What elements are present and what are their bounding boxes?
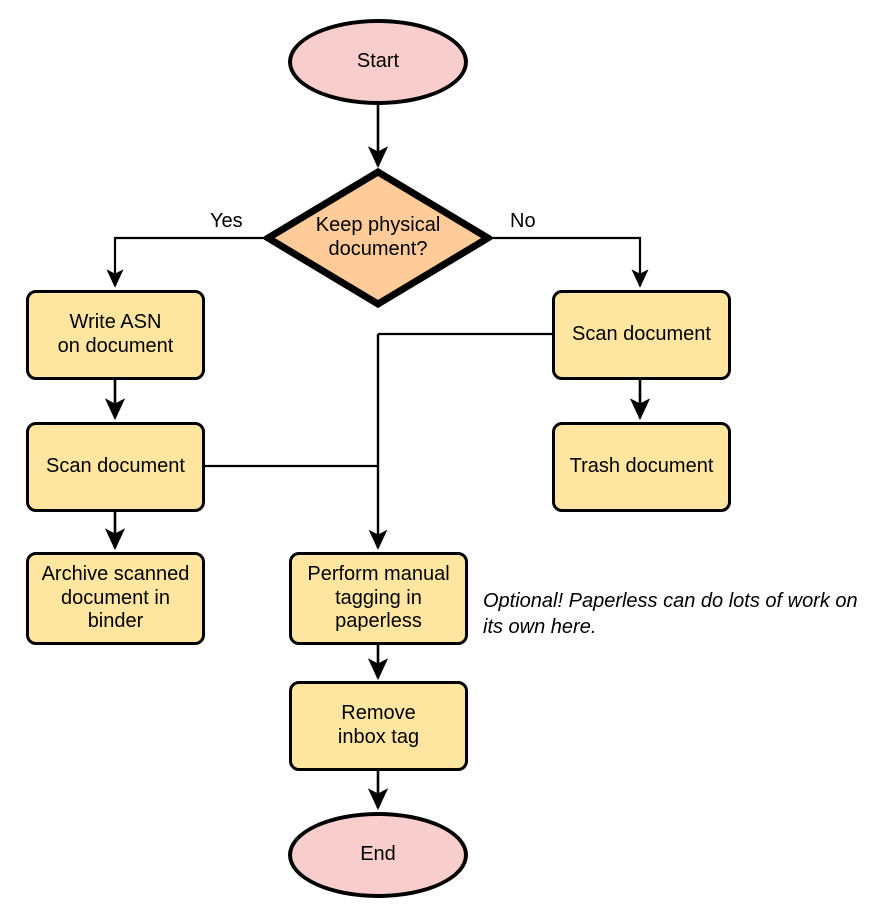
annotation-optional-note: Optional! Paperless can do lots of work … <box>483 590 858 638</box>
edge-label-no: No <box>510 210 536 232</box>
node-manual-tagging[interactable]: Perform manual tagging in paperless <box>289 552 468 645</box>
node-trash-document[interactable]: Trash document <box>552 422 731 512</box>
node-trash-document-label: Trash document <box>569 455 714 478</box>
node-scan-document-right[interactable]: Scan document <box>552 290 731 380</box>
edge-decision-yes-to-write-asn <box>106 236 266 288</box>
node-write-asn-label: Write ASN on document <box>57 311 174 357</box>
diamond-shape <box>264 168 492 308</box>
node-remove-inbox-tag[interactable]: Remove inbox tag <box>289 681 468 771</box>
node-scan-document-right-label: Scan document <box>572 323 711 346</box>
node-end-label: End <box>360 843 396 866</box>
node-keep-physical-document-label: Keep physical document? <box>315 214 441 260</box>
edge-label-yes: Yes <box>210 210 243 232</box>
node-remove-inbox-tag-label: Remove inbox tag <box>337 702 420 748</box>
node-end[interactable]: End <box>288 812 468 898</box>
node-scan-document-left[interactable]: Scan document <box>26 422 205 512</box>
node-manual-tagging-label: Perform manual tagging in paperless <box>307 563 450 633</box>
node-start-label: Start <box>356 50 400 73</box>
node-start[interactable]: Start <box>288 19 468 105</box>
node-scan-document-left-label: Scan document <box>46 455 185 478</box>
node-archive-in-binder[interactable]: Archive scanned document in binder <box>26 552 205 645</box>
node-archive-in-binder-label: Archive scanned document in binder <box>41 563 190 633</box>
node-write-asn[interactable]: Write ASN on document <box>26 290 205 380</box>
node-keep-physical-document[interactable]: Keep physical document? <box>264 168 492 308</box>
edge-decision-no-to-scan-right <box>490 236 649 288</box>
